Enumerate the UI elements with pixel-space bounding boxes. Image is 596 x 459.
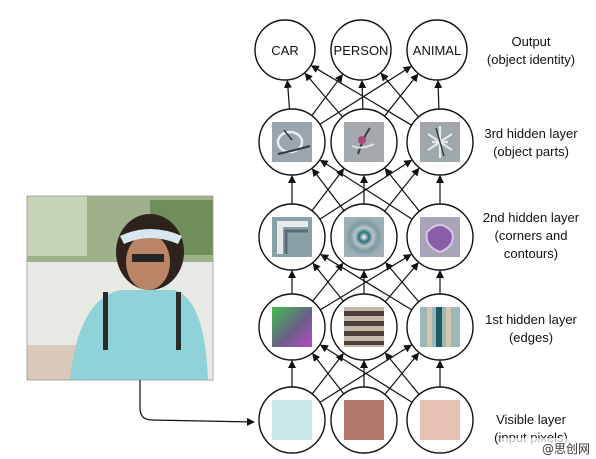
visible-pixel-2 bbox=[344, 400, 384, 440]
label-hidden2-1: 2nd hidden layer bbox=[483, 210, 580, 225]
wheel-part-icon bbox=[272, 122, 312, 162]
label-hidden3-2: (object parts) bbox=[493, 144, 569, 159]
connection-arrow bbox=[438, 81, 439, 109]
label-hidden3-1: 3rd hidden layer bbox=[484, 126, 578, 141]
hidden-layer-1 bbox=[259, 294, 473, 360]
connection-arrow bbox=[305, 74, 342, 118]
hidden-layer-3 bbox=[259, 109, 473, 175]
visible-layer bbox=[259, 387, 473, 453]
leg-part-icon bbox=[420, 122, 460, 162]
gradient-edge-icon bbox=[272, 307, 312, 347]
visible-pixel-3 bbox=[420, 400, 460, 440]
label-hidden1-2: (edges) bbox=[509, 330, 553, 345]
person-photo-icon bbox=[27, 196, 213, 380]
vertical-stripes-icon bbox=[420, 307, 460, 347]
connection-arrow bbox=[362, 81, 363, 109]
output-label-person: PERSON bbox=[334, 43, 389, 58]
label-output-1: Output bbox=[511, 34, 550, 49]
hidden-layer-2 bbox=[259, 204, 473, 270]
corner-contour-icon bbox=[272, 217, 312, 257]
connection-arrow bbox=[287, 81, 289, 109]
output-label-car: CAR bbox=[271, 43, 298, 58]
face-part-icon bbox=[344, 122, 384, 162]
blob-contour-icon bbox=[420, 217, 460, 257]
output-label-animal: ANIMAL bbox=[413, 43, 461, 58]
input-arrow bbox=[140, 380, 254, 422]
label-visible-1: Visible layer bbox=[496, 412, 567, 427]
circle-contour-icon bbox=[344, 217, 384, 257]
watermark-text: @思创网 bbox=[542, 442, 590, 456]
label-hidden2-2: (corners and bbox=[495, 228, 568, 243]
label-output-2: (object identity) bbox=[487, 52, 575, 67]
visible-pixel-1 bbox=[272, 400, 312, 440]
label-hidden1-1: 1st hidden layer bbox=[485, 312, 577, 327]
horizontal-stripes-icon bbox=[344, 307, 384, 347]
output-layer: CAR PERSON ANIMAL bbox=[255, 20, 467, 80]
watermark: @思创网 bbox=[500, 438, 596, 459]
layer-labels: Output (object identity) 3rd hidden laye… bbox=[483, 34, 580, 445]
label-hidden2-3: contours) bbox=[504, 246, 558, 261]
